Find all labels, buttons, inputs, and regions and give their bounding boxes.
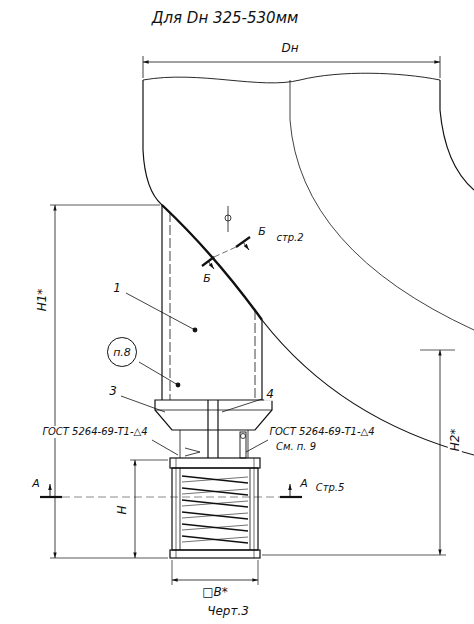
title: Для Dн 325-530мм — [150, 9, 301, 27]
elbow-line — [290, 80, 474, 330]
spring-coil — [182, 501, 248, 506]
spring-coil — [182, 513, 248, 518]
spring-coil — [182, 512, 248, 519]
dimension-label: Н — [115, 503, 129, 516]
note-ref: См. п. 9 — [274, 441, 318, 453]
section-letter: Б — [256, 225, 268, 238]
flange — [155, 400, 272, 430]
sheet-ref: Стр.5 — [314, 482, 347, 494]
section-letter: А — [30, 477, 42, 490]
caption: Черт.3 — [205, 604, 251, 618]
weld-note: ГОСТ 5264-69-Т1-△4 — [267, 426, 376, 438]
dimension-label: Н2* — [448, 427, 462, 454]
spring-housing — [172, 468, 258, 550]
part-number: 3 — [107, 384, 119, 398]
spring-coil — [182, 476, 248, 543]
part-number: 4 — [264, 387, 276, 401]
spring-coil — [182, 488, 248, 495]
dimension-label: Dн — [279, 41, 300, 55]
part-number: 1 — [111, 281, 123, 295]
elbow-inner — [440, 80, 474, 190]
spring-coil — [182, 524, 248, 531]
spring-coil — [182, 536, 248, 543]
spring-coil — [182, 500, 248, 507]
sheet-ref: стр.2 — [274, 232, 305, 244]
spring-coil — [182, 537, 248, 542]
spring-coil — [182, 525, 248, 530]
callout-text: п.8 — [113, 346, 131, 359]
elbow-outer — [143, 80, 474, 455]
section-letter: Б — [201, 272, 213, 285]
spring-coil — [182, 476, 248, 483]
base-plate — [170, 550, 260, 558]
break-line — [143, 73, 440, 83]
spring-coil — [182, 477, 248, 482]
saddle-cut — [162, 205, 262, 320]
callout-circle: п.8 — [107, 337, 137, 367]
top-plate — [170, 458, 260, 468]
dimension-label: □В* — [200, 585, 230, 599]
spring-coil — [182, 489, 248, 494]
dimension-line — [143, 62, 440, 63]
section-letter: А — [298, 477, 310, 490]
dimension-label: Н1* — [35, 287, 49, 314]
weld-note: ГОСТ 5264-69-Т1-△4 — [40, 426, 149, 438]
